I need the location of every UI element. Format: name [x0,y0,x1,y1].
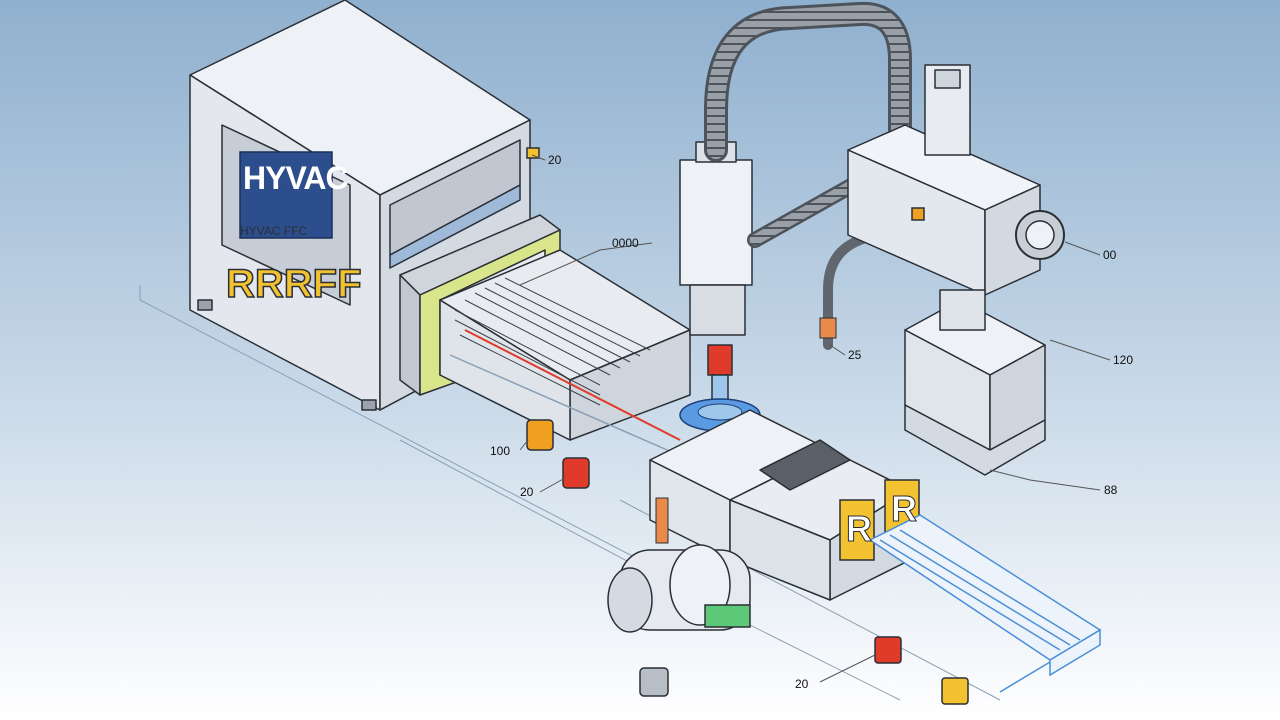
callout-label: 120 [1113,353,1134,367]
conveyor-tray [868,514,1102,693]
leader-lines [519,154,1111,683]
model-text: HYVAC FFC [240,224,308,238]
yellow-clip [526,147,540,159]
feed-line [449,354,691,461]
right-tag-letter: R [891,488,918,530]
heater-coils [454,277,651,406]
accent-parts [526,147,969,705]
mold-block [649,409,911,601]
red-part-2 [874,636,902,664]
callout-label: 0000 [612,236,639,250]
red-part [562,457,590,489]
callout-label: 00 [1103,248,1117,262]
callout-label: 20 [548,153,562,167]
callout-label: 20 [520,485,534,499]
orange-part [526,419,554,451]
grey-part [639,667,669,697]
heater-wire [464,329,681,441]
nozzle-column [679,141,753,401]
logo-text: HYVAC [243,160,349,196]
yellow-part [941,677,969,705]
vertical-heater [655,497,669,544]
orange-clip [911,207,925,221]
clamp-unit [904,289,1046,476]
left-tag-letter: R [846,508,873,550]
code-text: RRRFF [225,261,362,307]
drive-motor [607,544,751,633]
callout-label: 25 [848,348,862,362]
callout-label: 100 [490,444,511,458]
logo-plate [239,151,333,239]
motor-head [847,64,1041,296]
callout-label: 88 [1104,483,1118,497]
callout-label: 20 [795,677,809,691]
